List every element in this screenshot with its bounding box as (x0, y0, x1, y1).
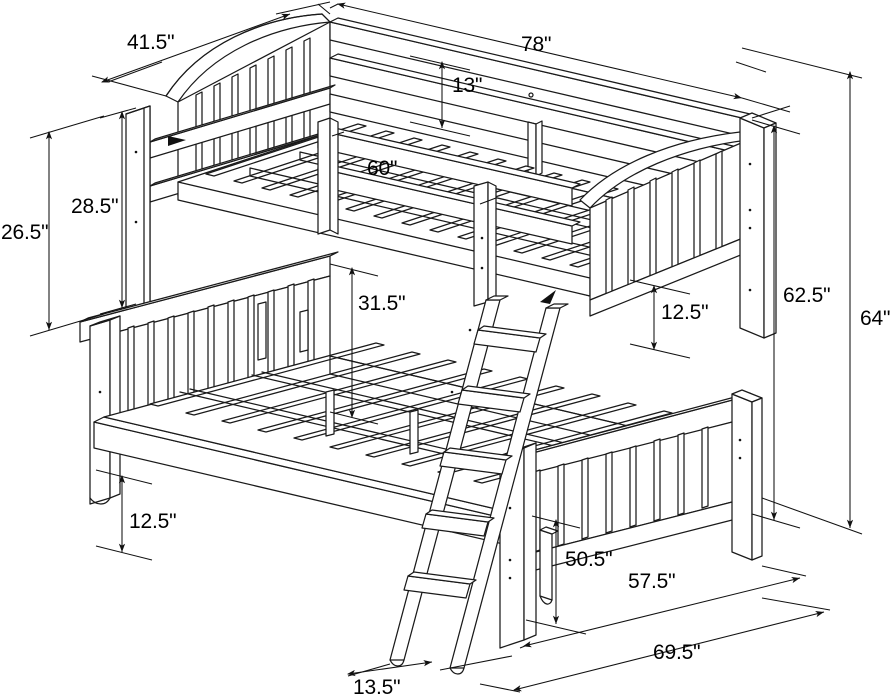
ladder (389, 295, 569, 675)
dimline-12-5-left (95, 469, 153, 561)
dimline-12-5-right (629, 279, 691, 359)
dimline-31-5 (329, 263, 379, 425)
dimline-26-5 (29, 115, 105, 337)
dimension-lines (29, 1, 863, 693)
dimline-69-5 (479, 597, 831, 693)
dimension-label-31-5: 31.5" (358, 292, 406, 315)
post-rear-right-tall (739, 112, 777, 339)
top-bunk-guard-rail-front (317, 117, 581, 307)
dimension-label-12-5-right: 12.5" (661, 301, 709, 324)
dimline-64 (741, 47, 863, 535)
dimension-label-69-5: 69.5" (653, 641, 701, 664)
dimension-label-41-5: 41.5" (127, 31, 175, 54)
dimension-label-62-5: 62.5" (783, 284, 831, 307)
dimension-label-60: 60" (367, 157, 398, 180)
dimension-label-26-5: 26.5" (1, 221, 49, 244)
dimline-78 (329, 2, 791, 113)
post-front-left-lower (89, 315, 121, 505)
dimension-label-13-5: 13.5" (353, 676, 401, 699)
dimline-13 (409, 55, 471, 137)
dimension-label-28-5: 28.5" (71, 195, 119, 218)
dimension-label-12-5-left: 12.5" (129, 510, 177, 533)
dimension-label-64: 64" (860, 307, 891, 330)
dimension-label-57-5: 57.5" (628, 570, 676, 593)
dimline-13-5 (346, 655, 513, 677)
dimline-28-5 (99, 107, 137, 315)
dimension-label-78: 78" (521, 33, 552, 56)
dimline-62-5 (751, 119, 801, 529)
post-rear-right-lower (731, 389, 763, 561)
post-front-left-top (125, 105, 151, 337)
dimline-41-5 (91, 1, 331, 97)
dimline-60 (331, 131, 497, 205)
dimension-label-50-5: 50.5" (565, 548, 613, 571)
dimension-label-13: 13" (452, 74, 483, 97)
